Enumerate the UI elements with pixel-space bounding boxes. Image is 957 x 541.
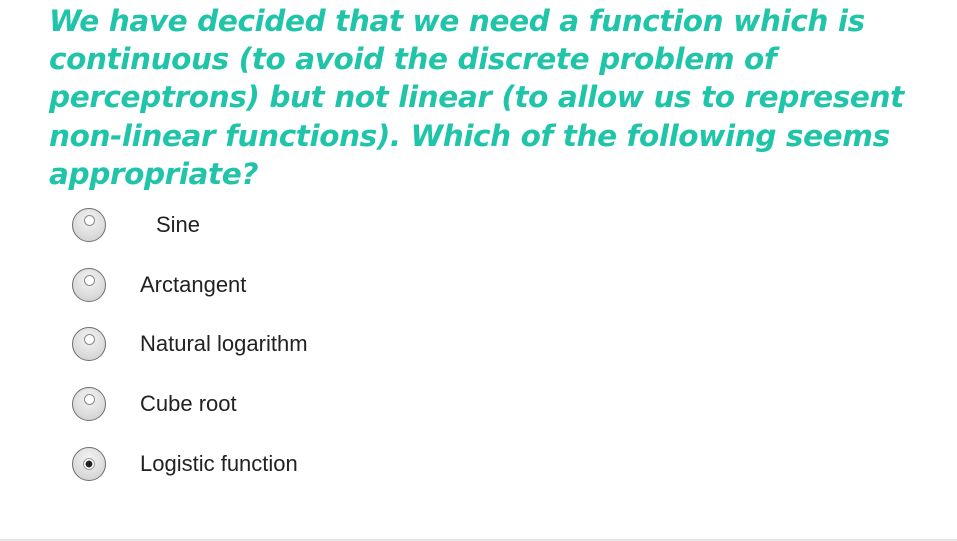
radio-button-icon[interactable] <box>72 387 106 421</box>
bottom-divider <box>0 539 957 541</box>
option-arctangent[interactable]: Arctangent <box>72 265 246 305</box>
question-text: We have decided that we need a function … <box>49 4 904 191</box>
option-label: Arctangent <box>140 272 247 297</box>
radio-button-selected-icon[interactable] <box>72 447 106 481</box>
option-logistic-function[interactable]: Logistic function <box>72 444 298 484</box>
option-label: Cube root <box>140 391 237 416</box>
option-cube-root[interactable]: Cube root <box>72 384 237 424</box>
option-sine[interactable]: Sine <box>72 205 200 245</box>
option-label: Natural logarithm <box>140 331 308 356</box>
option-label: Sine <box>156 212 201 237</box>
radio-button-icon[interactable] <box>72 208 106 242</box>
option-natural-logarithm[interactable]: Natural logarithm <box>72 324 308 364</box>
radio-button-icon[interactable] <box>72 268 106 302</box>
radio-button-icon[interactable] <box>72 327 106 361</box>
option-label: Logistic function <box>140 451 298 476</box>
